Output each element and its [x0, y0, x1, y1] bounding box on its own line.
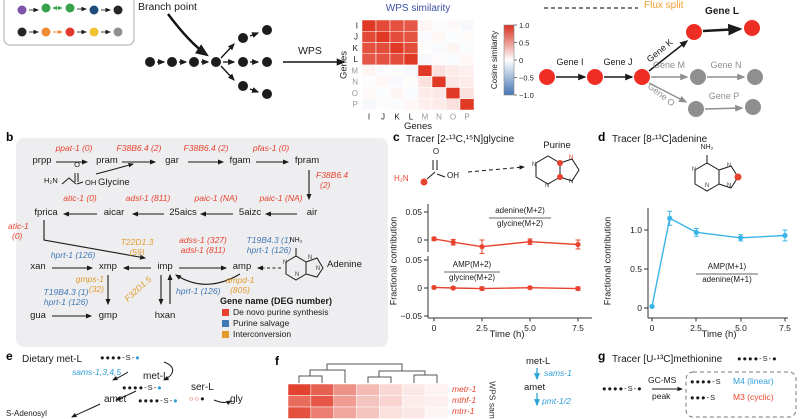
methionine-diagram-arrows: [71, 361, 232, 418]
svg-text:0.05: 0.05: [405, 207, 422, 217]
svg-text:J: J: [354, 33, 358, 42]
svg-text:−1.0: −1.0: [519, 91, 534, 100]
svg-text:0: 0: [637, 303, 642, 313]
svg-text:N: N: [352, 78, 358, 87]
svg-text:0.5: 0.5: [519, 38, 529, 47]
adenine-tracer-chart: 1.0 0.5 00 2.5 5.0 7.5: [630, 155, 791, 333]
svg-text:7.5: 7.5: [779, 323, 791, 333]
branch-point-network: [145, 13, 346, 99]
svg-text:I: I: [356, 21, 358, 30]
svg-text:M: M: [422, 113, 429, 122]
branch-point-inset: [3, 0, 135, 46]
svg-text:2.5: 2.5: [690, 323, 702, 333]
svg-text:O: O: [352, 89, 358, 98]
svg-text:1.0: 1.0: [630, 225, 642, 235]
svg-text:1.0: 1.0: [519, 21, 529, 30]
svg-text:2.5: 2.5: [476, 323, 488, 333]
svg-text:P: P: [464, 113, 469, 122]
panel-d-letter: d: [598, 130, 606, 144]
purine-pathway-diagram: [16, 138, 388, 347]
panel-g-letter: g: [598, 349, 606, 363]
svg-text:0.5: 0.5: [630, 264, 642, 274]
svg-text:N: N: [436, 113, 442, 122]
svg-text:0: 0: [519, 56, 523, 65]
panel-c-letter: c: [393, 130, 400, 144]
svg-text:0: 0: [417, 235, 422, 245]
svg-text:−0.5: −0.5: [519, 73, 534, 82]
gcms-diagram: [652, 371, 797, 418]
flux-split-pathway: [539, 7, 763, 117]
glycine-tracer-chart: 0.05 0 0.05 0 −0.05 0 2.5 5.0 7.5: [400, 155, 592, 333]
svg-text:L: L: [409, 113, 414, 122]
svg-text:0: 0: [650, 323, 655, 333]
svg-text:J: J: [381, 113, 385, 122]
svg-text:L: L: [354, 55, 359, 64]
svg-text:P: P: [353, 100, 358, 109]
svg-text:M: M: [351, 66, 358, 75]
cosine-similarity-colorbar: 1.0 0.5 0 −0.5 −1.0: [503, 21, 534, 100]
svg-text:0: 0: [417, 283, 422, 293]
svg-text:5.0: 5.0: [524, 323, 536, 333]
svg-text:0.05: 0.05: [405, 255, 422, 265]
svg-text:I: I: [368, 113, 370, 122]
panel-e-letter: e: [6, 349, 13, 363]
svg-text:0: 0: [432, 323, 437, 333]
panel-b-letter: b: [6, 130, 14, 144]
methionine-heatmap-panel: [287, 363, 540, 419]
panel-f-letter: f: [275, 354, 279, 368]
svg-text:K: K: [394, 113, 400, 122]
svg-text:7.5: 7.5: [572, 323, 584, 333]
svg-text:K: K: [353, 44, 359, 53]
svg-text:5.0: 5.0: [735, 323, 747, 333]
svg-text:O: O: [450, 113, 456, 122]
svg-text:−0.05: −0.05: [400, 311, 422, 321]
